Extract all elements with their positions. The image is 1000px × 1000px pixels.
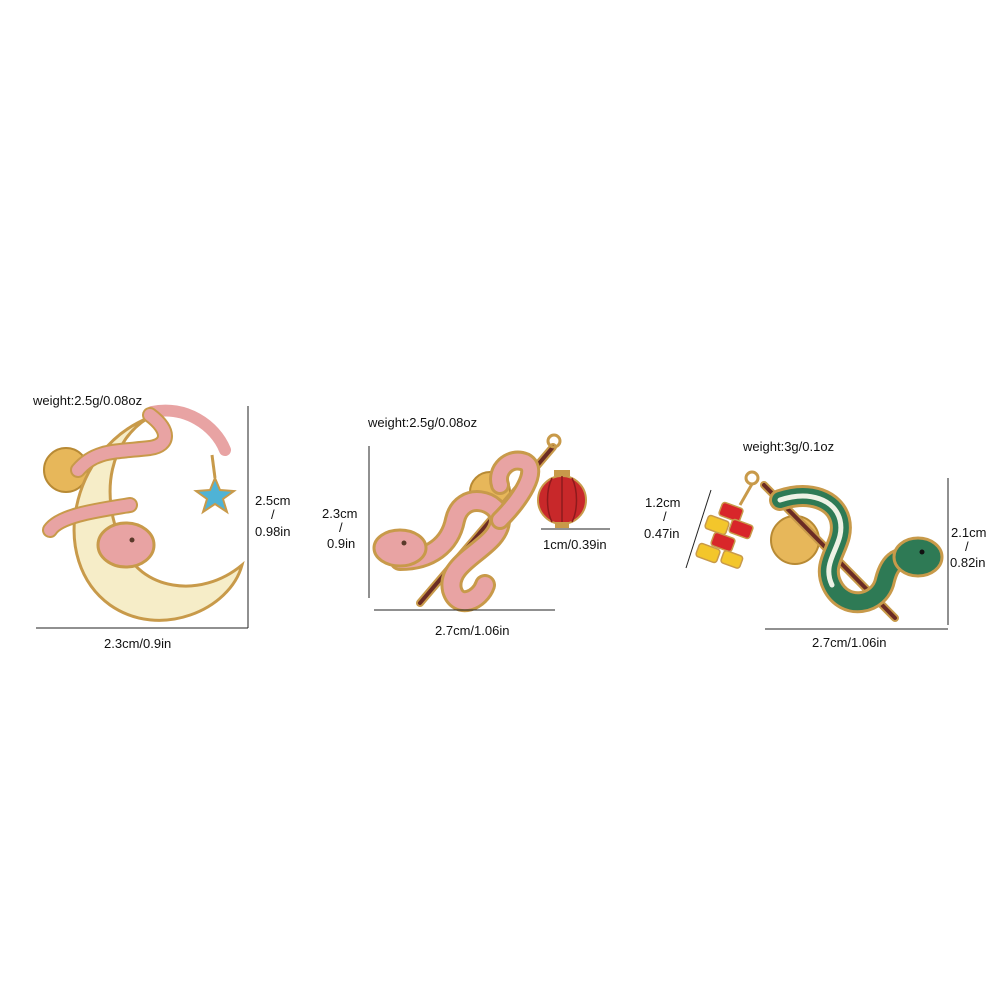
- lantern-snake-pin: [368, 433, 610, 613]
- pin3-height-separator: /: [965, 539, 969, 554]
- pin2-weight-label: weight:2.5g/0.08oz: [368, 415, 478, 430]
- snake-head: [372, 528, 428, 568]
- snake-upper-coil: [492, 453, 538, 527]
- pin3-weight-label: weight:3g/0.1oz: [743, 439, 835, 454]
- snake-eye: [129, 537, 135, 543]
- firecracker-charm: [695, 501, 754, 569]
- snake-lower-coil: [44, 499, 136, 536]
- pin3-charm-in-label: 0.47in: [644, 526, 680, 541]
- snake-head: [892, 536, 944, 578]
- star-charm: [193, 475, 237, 515]
- snake-eye: [919, 549, 925, 555]
- pin2-height-cm-label: 2.3cm: [322, 506, 358, 521]
- pin2-charm-width-label: 1cm/0.39in: [543, 537, 607, 552]
- charm-ring: [744, 470, 760, 486]
- pin1-height-separator: /: [271, 507, 275, 522]
- pin3-width-label: 2.7cm/1.06in: [812, 635, 887, 650]
- pin2-width-label: 2.7cm/1.06in: [435, 623, 510, 638]
- pin1-height-in-label: 0.98in: [255, 524, 291, 539]
- snake-body-top: [146, 404, 231, 456]
- firecracker-snake-pin: [685, 470, 949, 630]
- charm-height-line: [685, 489, 712, 569]
- snake-head: [96, 521, 156, 569]
- pin3-charm-separator: /: [663, 509, 667, 524]
- pin-back-clutch: [770, 515, 820, 565]
- pin2-height-separator: /: [339, 520, 343, 535]
- pin3-height-cm-label: 2.1cm: [951, 525, 987, 540]
- pin1-height-cm-label: 2.5cm: [255, 493, 291, 508]
- snake-eye: [401, 540, 407, 546]
- snake-belly: [777, 493, 844, 588]
- pin1-weight-label: weight:2.5g/0.08oz: [33, 393, 143, 408]
- moon-snake-pin: [36, 404, 249, 629]
- pin3-charm-cm-label: 1.2cm: [645, 495, 681, 510]
- charm-ring: [546, 433, 562, 449]
- pin1-width-label: 2.3cm/0.9in: [104, 636, 172, 651]
- pin2-height-in-label: 0.9in: [327, 536, 356, 551]
- pin3-height-in-label: 0.82in: [950, 555, 986, 570]
- snake-coil: [72, 409, 171, 476]
- charm-ring: [210, 454, 217, 479]
